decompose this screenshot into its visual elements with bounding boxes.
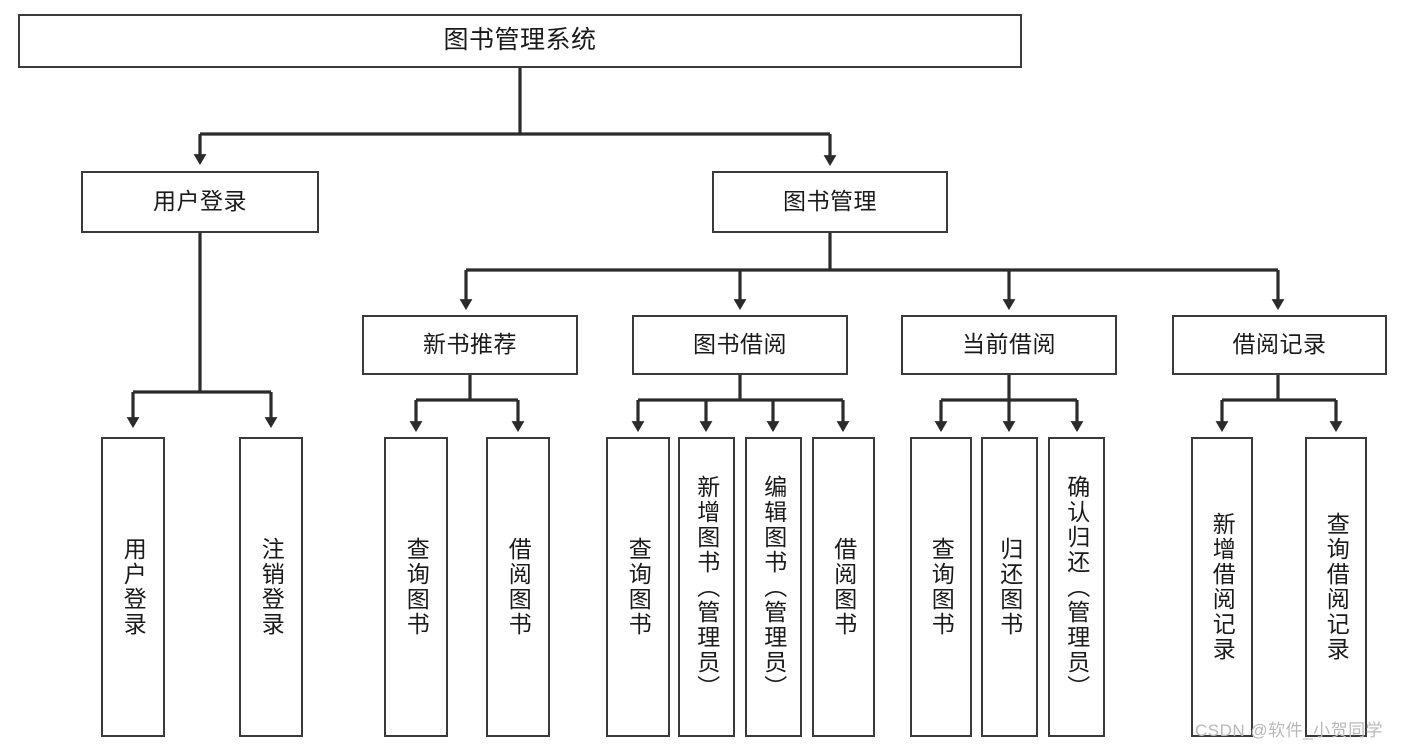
node-book-manage[interactable]: 图书管理 xyxy=(712,171,948,233)
node-leaf-user-login-label: 用户登录 xyxy=(120,537,147,637)
node-new-book-recommend[interactable]: 新书推荐 xyxy=(362,315,578,375)
node-book-borrow[interactable]: 图书借阅 xyxy=(632,315,848,375)
node-book-borrow-label: 图书借阅 xyxy=(693,331,787,358)
node-leaf-borrow-book-1-label: 借阅图书 xyxy=(505,537,532,637)
node-leaf-logout-login[interactable]: 注销登录 xyxy=(239,437,303,737)
node-borrow-record-label: 借阅记录 xyxy=(1232,331,1327,358)
node-leaf-add-book[interactable]: 新增图书（管理员） xyxy=(678,437,735,737)
node-user-login[interactable]: 用户登录 xyxy=(81,171,319,233)
node-leaf-query-book-2-label: 查询图书 xyxy=(625,537,652,637)
node-leaf-query-book-3[interactable]: 查询图书 xyxy=(910,437,972,737)
node-root-system[interactable]: 图书管理系统 xyxy=(18,14,1022,68)
node-leaf-borrow-book-1[interactable]: 借阅图书 xyxy=(486,437,550,737)
node-leaf-user-login[interactable]: 用户登录 xyxy=(101,437,165,737)
node-leaf-edit-book-label: 编辑图书（管理员） xyxy=(760,474,787,700)
node-leaf-confirm-return[interactable]: 确认归还（管理员） xyxy=(1048,437,1105,737)
node-leaf-query-book-2[interactable]: 查询图书 xyxy=(606,437,670,737)
node-leaf-borrow-book-2-label: 借阅图书 xyxy=(830,537,857,637)
csdn-watermark: CSDN @软件_小贺同学 xyxy=(1195,721,1384,740)
node-leaf-borrow-book-2[interactable]: 借阅图书 xyxy=(812,437,875,737)
node-leaf-add-record-label: 新增借阅记录 xyxy=(1209,512,1236,662)
node-root-system-label: 图书管理系统 xyxy=(443,26,597,55)
node-leaf-query-book-3-label: 查询图书 xyxy=(928,537,955,637)
node-leaf-query-book-1[interactable]: 查询图书 xyxy=(384,437,448,737)
node-leaf-logout-login-label: 注销登录 xyxy=(258,537,285,637)
node-leaf-query-record-label: 查询借阅记录 xyxy=(1323,512,1350,662)
node-leaf-query-record[interactable]: 查询借阅记录 xyxy=(1305,437,1367,737)
node-leaf-add-book-label: 新增图书（管理员） xyxy=(693,474,720,700)
node-user-login-label: 用户登录 xyxy=(153,188,247,215)
node-leaf-edit-book[interactable]: 编辑图书（管理员） xyxy=(745,437,802,737)
node-new-book-recommend-label: 新书推荐 xyxy=(423,331,517,358)
node-current-borrow-label: 当前借阅 xyxy=(962,331,1056,358)
node-leaf-confirm-return-label: 确认归还（管理员） xyxy=(1063,474,1090,700)
node-leaf-return-book[interactable]: 归还图书 xyxy=(981,437,1038,737)
node-borrow-record[interactable]: 借阅记录 xyxy=(1172,315,1387,375)
node-current-borrow[interactable]: 当前借阅 xyxy=(901,315,1117,375)
node-leaf-return-book-label: 归还图书 xyxy=(996,537,1023,637)
node-book-manage-label: 图书管理 xyxy=(783,188,877,215)
node-leaf-add-record[interactable]: 新增借阅记录 xyxy=(1191,437,1253,737)
node-leaf-query-book-1-label: 查询图书 xyxy=(403,537,430,637)
